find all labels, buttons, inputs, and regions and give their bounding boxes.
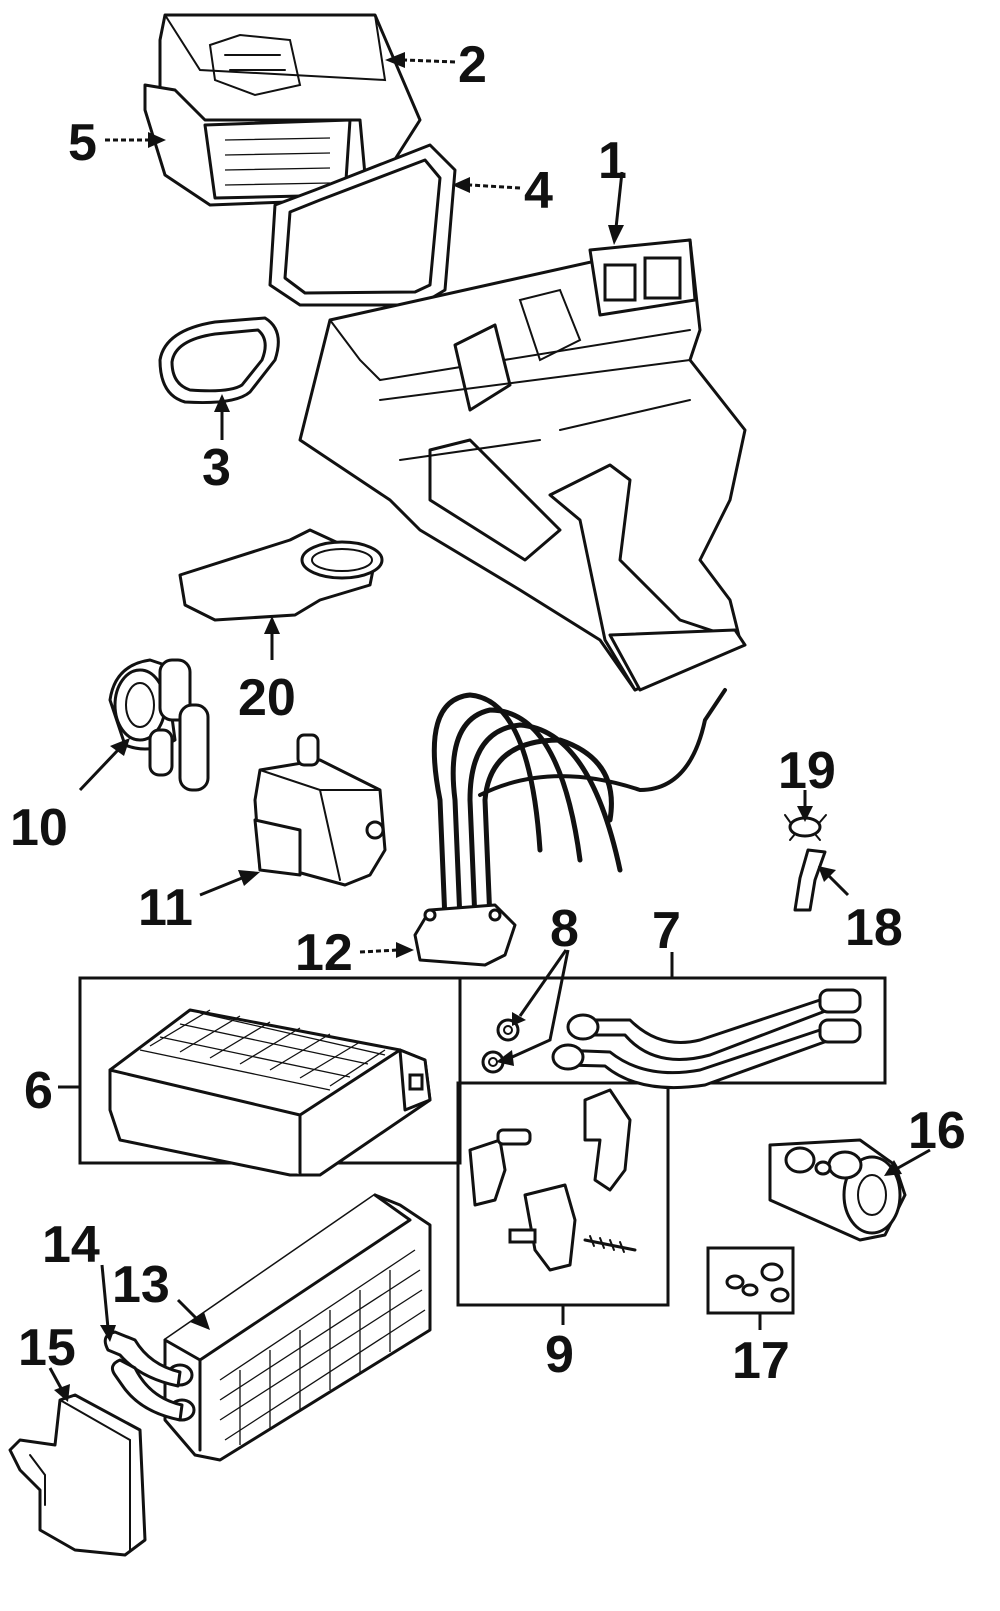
callout-6: 6: [24, 1062, 53, 1120]
actuator-part[interactable]: [253, 733, 387, 887]
gasket-part[interactable]: [268, 143, 457, 307]
callout-19: 19: [778, 742, 836, 800]
callout-5: 5: [68, 114, 97, 172]
seal-kit-part[interactable]: [725, 1262, 790, 1303]
callout-16: 16: [908, 1102, 966, 1160]
callout-20: 20: [238, 669, 296, 727]
callout-11: 11: [138, 879, 193, 937]
rear-cover-part[interactable]: [8, 1393, 147, 1557]
callout-18: 18: [845, 899, 903, 957]
callout-15: 15: [18, 1319, 76, 1377]
heater-housing-part[interactable]: [298, 238, 747, 692]
control-cable-part[interactable]: [413, 688, 727, 967]
seal-ring-part[interactable]: [158, 316, 280, 405]
rear-tube-part[interactable]: [103, 1330, 184, 1422]
callout-7: 7: [652, 902, 681, 960]
heater-tube-part[interactable]: [551, 988, 862, 1090]
heater-core-part[interactable]: [108, 1008, 432, 1177]
expansion-valve-part[interactable]: [768, 1138, 907, 1242]
callout-9: 9: [545, 1326, 574, 1384]
callout-17: 17: [732, 1332, 790, 1390]
callout-12: 12: [295, 924, 353, 982]
callout-14: 14: [42, 1216, 100, 1274]
seal-kit-group-box: [706, 1246, 795, 1315]
clip-part[interactable]: [784, 814, 827, 841]
callout-2: 2: [458, 36, 487, 94]
drain-hose-part[interactable]: [793, 848, 827, 912]
air-duct-part[interactable]: [178, 528, 384, 622]
callout-4: 4: [524, 162, 553, 220]
leader-lines: [48, 52, 931, 1402]
callout-1: 1: [598, 132, 627, 190]
water-valve-part[interactable]: [108, 658, 210, 792]
bracket-set-part[interactable]: [468, 1088, 637, 1272]
callout-10: 10: [10, 799, 68, 857]
callout-8: 8: [550, 900, 579, 958]
callout-3: 3: [202, 439, 231, 497]
callout-13: 13: [112, 1256, 170, 1314]
